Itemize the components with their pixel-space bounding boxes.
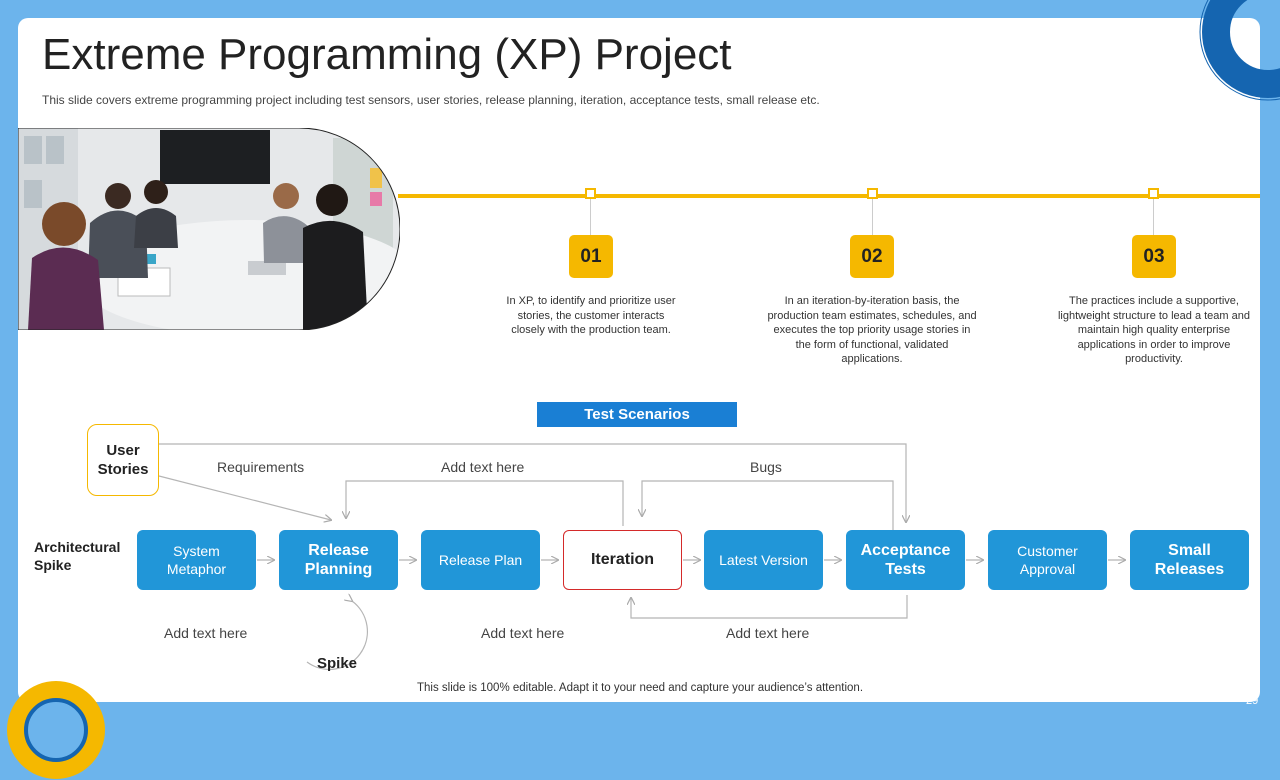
footer-note: This slide is 100% editable. Adapt it to… [416, 682, 864, 694]
ring-decoration-bottom [7, 681, 105, 779]
user-stories-node: User Stories [87, 424, 159, 496]
customer-approval-box: Customer Approval [988, 530, 1107, 590]
step-number-1: 01 [569, 235, 613, 278]
slide-subtitle: This slide covers extreme programming pr… [42, 93, 820, 107]
latest-version-box: Latest Version [704, 530, 823, 590]
timeline-connector-2 [872, 199, 873, 235]
step-number-2: 02 [850, 235, 894, 278]
feedback-text-label: Add text here [441, 459, 525, 475]
placeholder-text-left: Add text here [164, 625, 248, 641]
release-planning-box: Release Planning [279, 530, 398, 590]
acceptance-tests-box: Acceptance Tests [846, 530, 965, 590]
timeline-marker-1 [585, 188, 596, 199]
page-number: 29 [1246, 695, 1259, 707]
test-scenarios-header: Test Scenarios [537, 402, 737, 427]
step-description-1: In XP, to identify and prioritize user s… [506, 295, 676, 336]
small-releases-box: Small Releases [1130, 530, 1249, 590]
bugs-label: Bugs [750, 459, 782, 475]
placeholder-text-middle: Add text here [481, 625, 565, 641]
timeline-marker-2 [867, 188, 878, 199]
release-plan-box: Release Plan [421, 530, 540, 590]
requirements-label: Requirements [217, 459, 305, 475]
ring-decoration-top [1199, 0, 1280, 101]
placeholder-text-right: Add text here [726, 625, 810, 641]
step-description-2: In an iteration-by-iteration basis, the … [767, 295, 977, 365]
spike-label: Spike [317, 655, 358, 672]
meeting-photo [18, 128, 400, 330]
timeline-connector-3 [1153, 199, 1154, 235]
architectural-spike-label: Architectural Spike [34, 539, 121, 573]
slide-title: Extreme Programming (XP) Project [42, 30, 732, 79]
timeline-connector-1 [590, 199, 591, 235]
timeline-marker-3 [1148, 188, 1159, 199]
step-description-3: The practices include a supportive, ligh… [1057, 295, 1250, 365]
iteration-box: Iteration [563, 530, 682, 590]
timeline-bar [398, 194, 1260, 198]
step-number-3: 03 [1132, 235, 1176, 278]
system-metaphor-box: System Metaphor [137, 530, 256, 590]
